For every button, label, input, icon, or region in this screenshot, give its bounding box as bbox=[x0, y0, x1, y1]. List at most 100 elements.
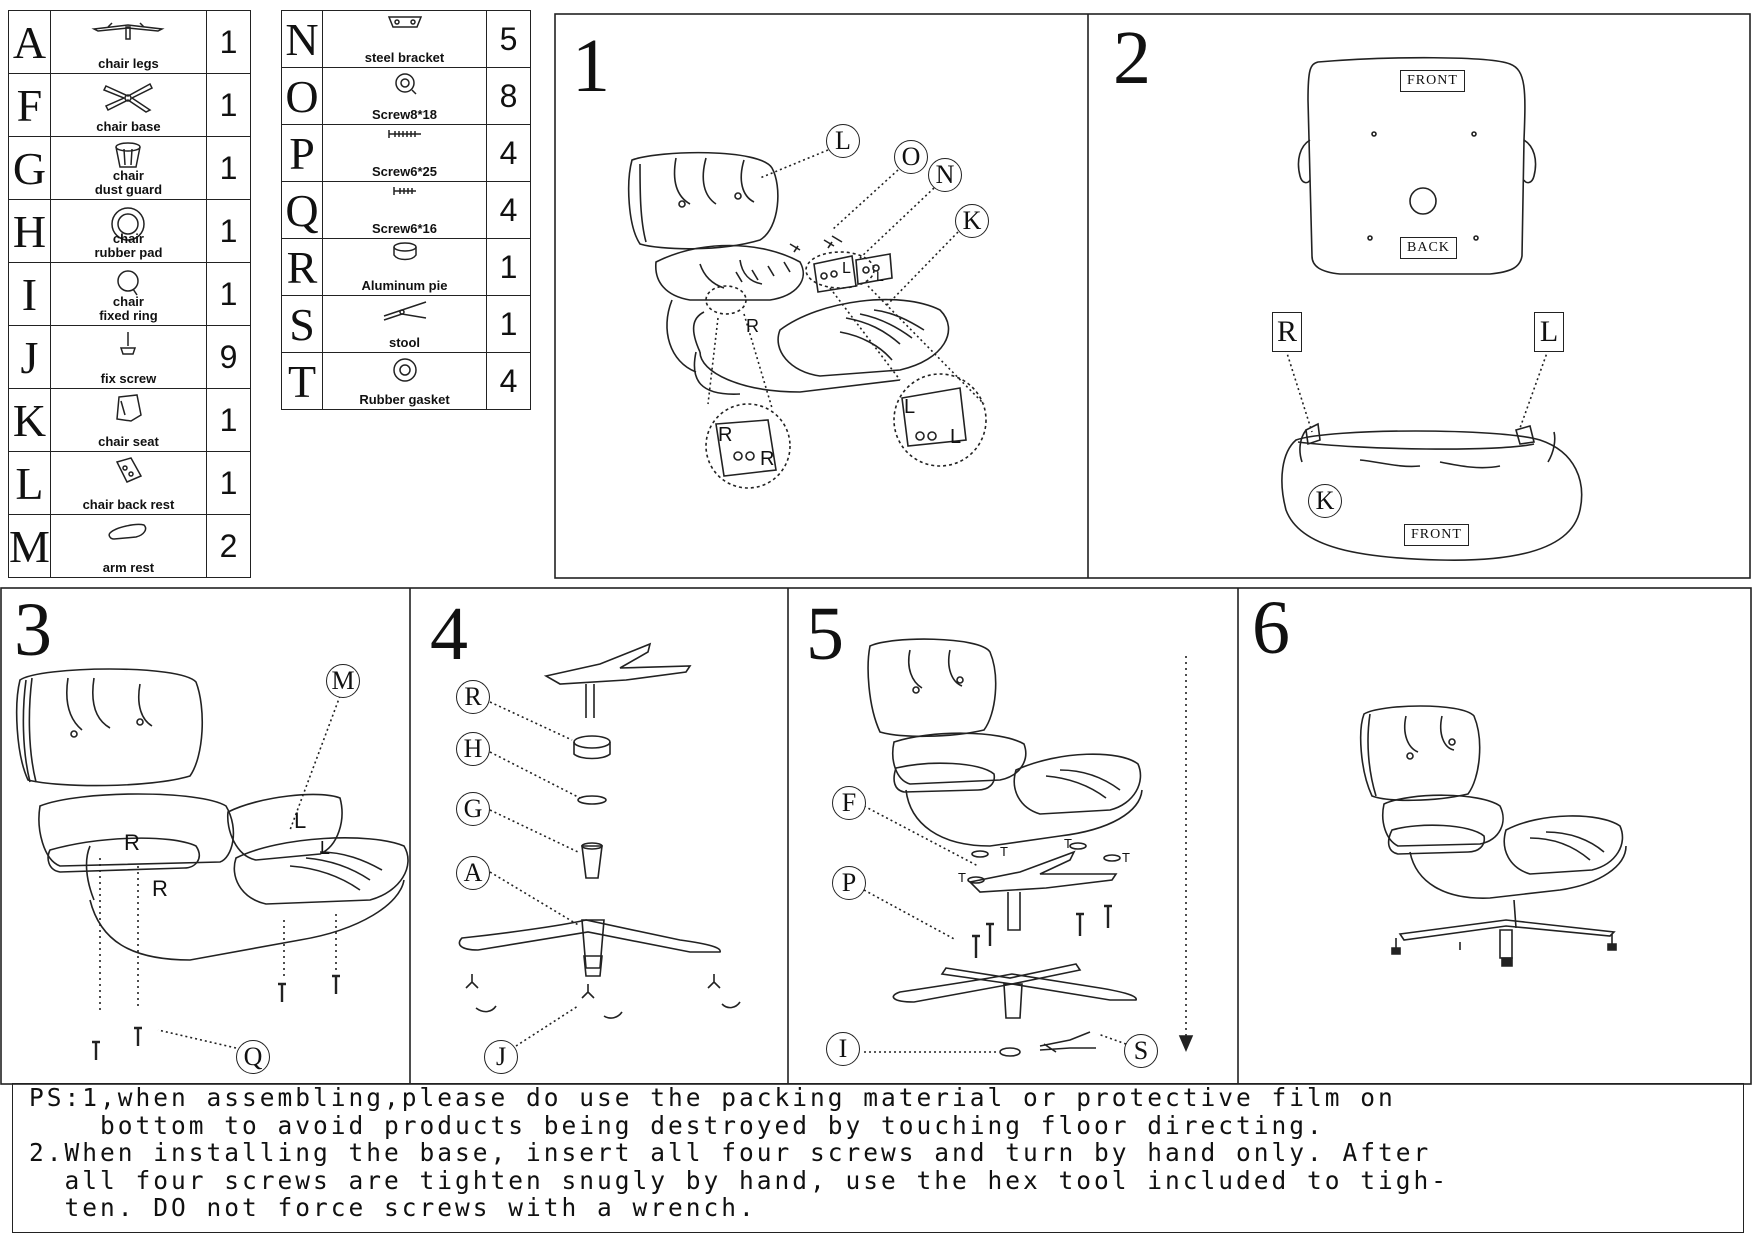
part-letter: H bbox=[8, 199, 51, 263]
step5-gasket-T4: T bbox=[958, 870, 966, 885]
part-cell: Aluminum pie bbox=[322, 238, 487, 296]
screw-8x18-icon bbox=[323, 70, 486, 106]
step1-detail-L: L bbox=[950, 426, 962, 448]
step5-gasket-T2: T bbox=[1064, 836, 1072, 851]
note-line-2: bottom to avoid products being destroyed… bbox=[29, 1110, 1325, 1140]
step-number-3: 3 bbox=[14, 588, 52, 672]
aluminum-pie-icon bbox=[323, 241, 486, 277]
part-letter: T bbox=[281, 352, 323, 410]
step4-callout-R: R bbox=[456, 680, 490, 714]
step2-back-back-label: BACK bbox=[1400, 237, 1457, 259]
step1-callout-N: N bbox=[928, 158, 962, 192]
part-letter: I bbox=[8, 262, 51, 326]
note-line-5: ten. DO not force screws with a wrench. bbox=[29, 1193, 757, 1222]
part-name: chair back rest bbox=[82, 497, 175, 512]
step4-callout-A: A bbox=[456, 856, 490, 890]
step1-callout-K: K bbox=[955, 204, 989, 238]
step-number-1: 1 bbox=[572, 24, 610, 108]
dust-guard-icon bbox=[51, 141, 206, 177]
part-name: chair fixed ring bbox=[99, 294, 158, 323]
part-cell: chair base bbox=[49, 73, 208, 137]
part-cell: Rubber gasket bbox=[322, 352, 487, 410]
chair-legs-icon bbox=[51, 15, 206, 51]
part-name: stool bbox=[388, 335, 421, 350]
step1-detail-L-top: L bbox=[904, 396, 916, 418]
part-name: chair dust guard bbox=[94, 168, 163, 197]
fixed-ring-icon bbox=[51, 267, 206, 303]
step1-mark-L: L bbox=[842, 260, 851, 277]
part-quantity: 5 bbox=[486, 10, 531, 68]
step-number-4: 4 bbox=[430, 592, 468, 676]
step-number-6: 6 bbox=[1252, 586, 1290, 670]
part-name: chair base bbox=[96, 119, 161, 134]
rubber-pad-icon bbox=[51, 204, 206, 241]
step3-mark-R: R bbox=[124, 830, 140, 855]
step1-detail-R-top: R bbox=[718, 424, 733, 446]
part-cell: chair back rest bbox=[49, 451, 208, 515]
step3-callout-M: M bbox=[326, 664, 360, 698]
part-cell: chair dust guard bbox=[49, 136, 208, 200]
part-name: Screw8*18 bbox=[371, 107, 438, 122]
step2-seat-front-label: FRONT bbox=[1404, 524, 1469, 546]
step-number-2: 2 bbox=[1113, 16, 1151, 100]
part-quantity: 1 bbox=[206, 388, 251, 452]
part-quantity: 2 bbox=[206, 514, 251, 578]
step5-gasket-T1: T bbox=[1000, 844, 1008, 859]
step3-mark-R2: R bbox=[152, 876, 168, 901]
part-cell: Screw6*16 bbox=[322, 181, 487, 239]
step3-mark-L2: L bbox=[320, 838, 331, 858]
step2-side-R: R bbox=[1272, 312, 1302, 352]
part-name: steel bracket bbox=[364, 50, 445, 65]
arm-rest-icon bbox=[51, 519, 206, 555]
step2-back-front-label: FRONT bbox=[1400, 70, 1465, 92]
part-letter: P bbox=[281, 124, 323, 182]
part-name: chair rubber pad bbox=[94, 231, 163, 260]
chair-base-icon bbox=[51, 78, 206, 114]
pliers-icon bbox=[323, 298, 486, 334]
part-quantity: 4 bbox=[486, 124, 531, 182]
part-cell: arm rest bbox=[49, 514, 208, 578]
part-quantity: 4 bbox=[486, 181, 531, 239]
part-letter: O bbox=[281, 67, 323, 125]
assembly-notes: PS:1,when assembling,please do use the p… bbox=[12, 1083, 1744, 1233]
part-name: Aluminum pie bbox=[361, 278, 448, 293]
back-rest-icon bbox=[51, 456, 206, 492]
step4-callout-J: J bbox=[484, 1040, 518, 1074]
note-line-1: PS:1,when assembling,please do use the p… bbox=[29, 1083, 1396, 1112]
part-name: chair seat bbox=[98, 434, 159, 449]
part-letter: F bbox=[8, 73, 51, 137]
step1-callout-L: L bbox=[826, 124, 860, 158]
part-name: Rubber gasket bbox=[359, 392, 450, 407]
step1-mark-R: R bbox=[746, 316, 759, 336]
step5-callout-P: P bbox=[832, 866, 866, 900]
step5-gasket-T3: T bbox=[1122, 850, 1130, 865]
part-cell: steel bracket bbox=[322, 10, 487, 68]
part-name: arm rest bbox=[102, 560, 155, 575]
part-cell: Screw8*18 bbox=[322, 67, 487, 125]
screw-6x16-icon bbox=[323, 184, 486, 220]
step2-side-L: L bbox=[1534, 312, 1564, 352]
part-letter: N bbox=[281, 10, 323, 68]
part-letter: S bbox=[281, 295, 323, 353]
step4-callout-H: H bbox=[456, 732, 490, 766]
part-cell: chair fixed ring bbox=[49, 262, 208, 326]
part-letter: G bbox=[8, 136, 51, 200]
step1-detail-R: R bbox=[760, 448, 775, 470]
part-quantity: 1 bbox=[206, 10, 251, 74]
part-cell: chair legs bbox=[49, 10, 208, 74]
part-letter: J bbox=[8, 325, 51, 389]
